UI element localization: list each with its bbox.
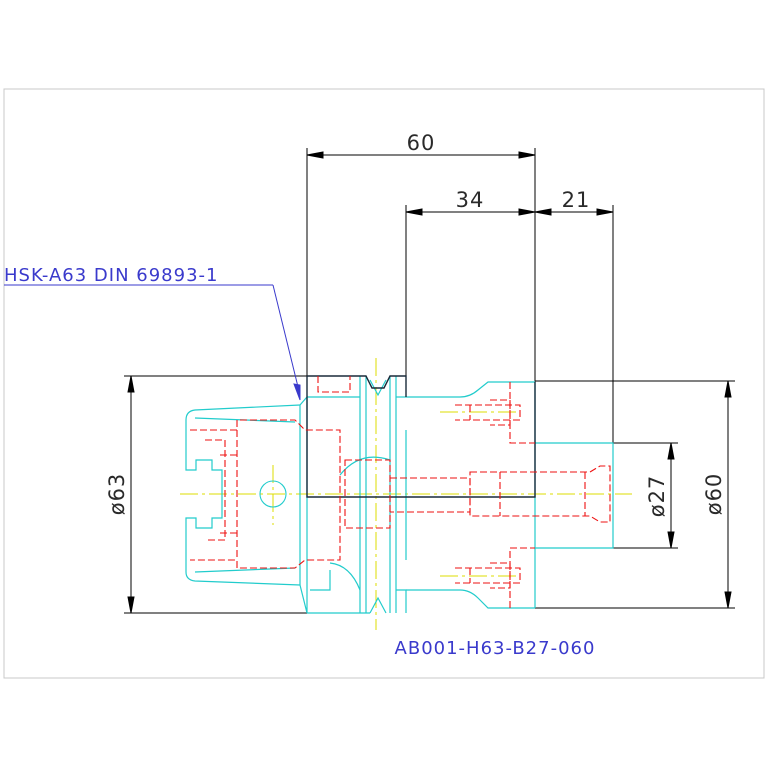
dimension-label-21: 21	[562, 188, 591, 212]
tool-holder-contour	[185, 376, 614, 614]
hidden-lines	[190, 376, 611, 608]
dimension-label-diameter-27: ø27	[645, 475, 669, 518]
dimension-label-diameter-63: ø63	[105, 473, 129, 516]
drawing-border	[3, 88, 765, 679]
dimension-diameter-27	[613, 442, 678, 549]
callout-leader	[4, 284, 301, 401]
dimension-label-60: 60	[407, 131, 436, 155]
dimension-label-diameter-60: ø60	[702, 473, 726, 516]
callout-standard-label: HSK-A63 DIN 69893-1	[4, 265, 218, 286]
part-number-label: AB001-H63-B27-060	[395, 638, 596, 659]
dimension-diameter-60	[535, 380, 735, 609]
dimension-length-34	[405, 205, 614, 548]
dimension-diameter-63	[124, 375, 307, 614]
dimension-label-34: 34	[456, 188, 485, 212]
outline-dark	[306, 375, 536, 498]
dimension-length-60	[306, 148, 536, 497]
